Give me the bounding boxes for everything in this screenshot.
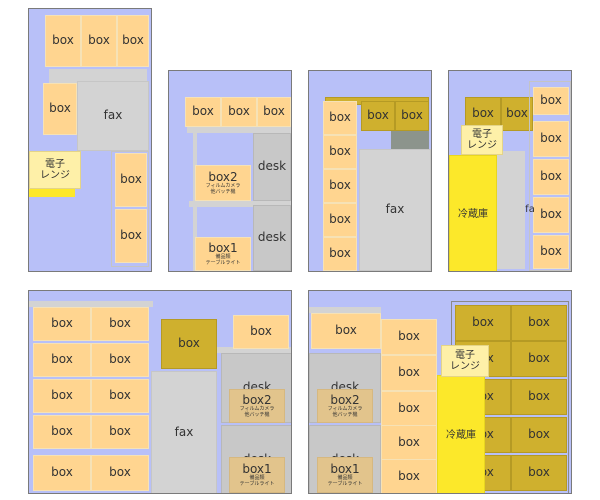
microwave: 電子レンジ	[461, 125, 503, 155]
box: box	[81, 15, 117, 67]
box-dark: box	[501, 97, 533, 131]
box: box	[311, 313, 381, 349]
box: box	[381, 425, 437, 461]
box: box	[323, 101, 357, 135]
microwave: 電子レンジ	[441, 345, 489, 377]
box-dark: box	[511, 417, 567, 453]
box: box	[33, 307, 91, 341]
box: box	[33, 455, 91, 491]
box: box	[533, 87, 569, 115]
box: box	[115, 153, 147, 207]
box: box	[323, 135, 357, 169]
box: box	[381, 355, 437, 391]
shelf-frame	[187, 127, 291, 133]
box: box	[533, 159, 569, 195]
box: box	[33, 379, 91, 413]
fax-machine: fax	[77, 81, 149, 151]
desk: desk	[253, 205, 291, 271]
box: box	[91, 415, 149, 449]
shelf-frame	[193, 133, 197, 271]
box: box	[33, 415, 91, 449]
shelf-frame	[213, 347, 291, 353]
box-dark: box	[511, 379, 567, 415]
shelf-frame	[497, 151, 525, 269]
shelf-frame	[29, 301, 153, 307]
box: box	[185, 97, 221, 127]
box: box	[117, 15, 149, 67]
microwave-shadow	[29, 187, 75, 197]
box: box	[233, 315, 289, 349]
shelf-frame	[49, 69, 147, 83]
microwave: 電子レンジ	[29, 151, 81, 189]
box: box	[91, 455, 149, 491]
box-dark: box	[511, 305, 567, 341]
refrigerator: 冷蔵庫	[449, 155, 497, 271]
shelf-frame	[189, 201, 291, 207]
box: box	[533, 121, 569, 157]
box: box	[533, 197, 569, 233]
shelf-outline	[111, 151, 149, 267]
box: box	[43, 83, 77, 135]
box-dark: box	[455, 305, 511, 341]
fax-partial-label: fa	[525, 203, 535, 215]
box: box	[533, 235, 569, 269]
box: box	[221, 97, 257, 127]
box: box	[33, 343, 91, 377]
fax-machine: fax	[359, 149, 431, 271]
box-dark: box	[361, 101, 395, 131]
fax-machine: fax	[151, 371, 217, 493]
box-dark: box	[161, 319, 217, 369]
shelf-frame	[309, 307, 381, 313]
box: box	[381, 459, 437, 493]
box: box	[323, 169, 357, 203]
desk: desk	[253, 133, 291, 201]
layout-panel-3: box box fax box box box box box	[308, 70, 432, 272]
box: box	[323, 203, 357, 237]
box: box	[381, 391, 437, 427]
box-dark: box	[511, 341, 567, 377]
shelf-dark	[391, 131, 429, 149]
refrigerator: 冷蔵庫	[437, 375, 485, 493]
shelf-outline	[529, 81, 571, 271]
box: box	[91, 343, 149, 377]
layout-panel-4: box box box box box box box fa 冷蔵庫 電子レンジ	[448, 70, 572, 272]
layout-panel-1: fax box box box box box box 電子レンジ	[28, 8, 152, 272]
box-dark: box	[511, 455, 567, 491]
box: box	[115, 209, 147, 263]
box: box	[257, 97, 291, 127]
box: box	[91, 307, 149, 341]
box-dark: box	[395, 101, 429, 131]
box: box	[91, 379, 149, 413]
box: box	[323, 237, 357, 271]
box: box	[381, 319, 437, 355]
box: box	[45, 15, 81, 67]
